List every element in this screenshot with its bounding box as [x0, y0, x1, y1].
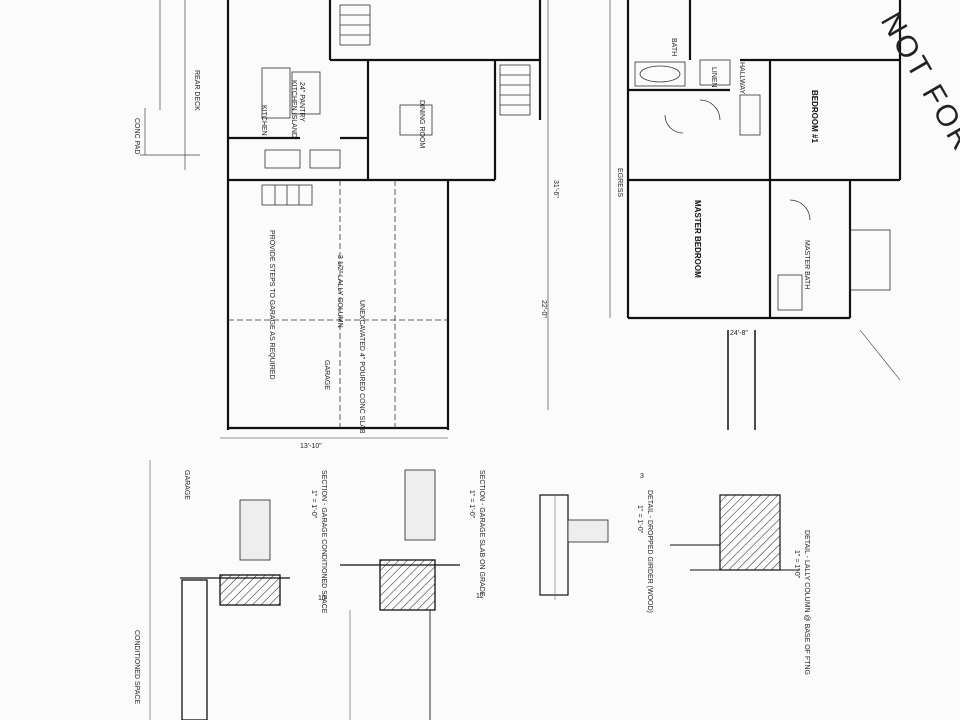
master-closet [849, 229, 891, 291]
sink [309, 149, 341, 169]
door-swing [789, 199, 811, 221]
room-label-kitchen: KITCHEN [260, 105, 267, 136]
room-labels: KITCHEN KITCHEN ISLAND DINING ROOM GARAG… [133, 38, 819, 390]
shower [777, 274, 803, 311]
room-label-hallway: HALLWAY [738, 62, 745, 94]
detail-conditioned-space [149, 460, 290, 720]
bathtub [634, 61, 686, 87]
detail-dropped-girder [539, 494, 609, 600]
label-conditioned-space: CONDITIONED SPACE [133, 630, 140, 704]
detail2-number: 12 [476, 593, 484, 600]
dim-garage-width: 13'-10" [300, 443, 322, 450]
joist-hanger [567, 519, 609, 543]
room-label-master-bath: MASTER BATH [803, 240, 810, 289]
room-label-conc-pad: CONC PAD [133, 118, 140, 154]
girder [539, 494, 569, 596]
site-lines [140, 0, 200, 170]
stair-run [499, 64, 531, 116]
note-slab: UNEXCAVATED 4" POURED CONC SLAB [358, 300, 365, 434]
closet [739, 94, 761, 136]
door-swing [699, 99, 721, 121]
second-floor-plan [609, 0, 902, 430]
first-floor-plan [220, 0, 549, 439]
detail4-title: DETAIL - LALLY COLUMN @ BASE OF FTNG [803, 530, 810, 675]
detail-lally-column [670, 494, 800, 571]
column-base [719, 494, 781, 571]
note-closet: 24" PANTRY [298, 82, 305, 122]
stem-wall [404, 469, 436, 541]
detail1-scale: 1" = 1'-0" [310, 490, 317, 519]
room-label-linen: LINEN [710, 67, 717, 88]
detail2-title: SECTION - GARAGE SLAB ON GRADE [478, 470, 485, 597]
detail1-title: SECTION - GARAGE CONDITIONED SPACE [320, 470, 327, 614]
note-column: 3 1/2" LALLY COLUMN [336, 255, 343, 328]
plan-notes: PROVIDE STEPS TO GARAGE AS REQUIRED UNEX… [268, 82, 748, 450]
linen-closet [699, 59, 731, 86]
detail-garage-slab [340, 469, 460, 720]
construction-details [149, 460, 800, 720]
room-label-garage: GARAGE [323, 360, 330, 390]
room-label-bath: BATH [670, 38, 677, 56]
kitchen-island [261, 67, 291, 119]
detail3-scale: 1" = 1'-0" [636, 505, 643, 534]
detail3-number: 3 [640, 473, 644, 480]
detail-captions: SECTION - GARAGE CONDITIONED SPACE 1" = … [133, 470, 810, 704]
room-label-egress: EGRESS [616, 168, 623, 198]
dim-garage: 22'-0" [540, 300, 547, 318]
detail2-scale: 1" = 1'-0" [468, 490, 475, 519]
footing [219, 574, 281, 606]
room-label-rear-deck: REAR DECK [193, 70, 200, 111]
site-line [859, 329, 901, 381]
detail4-scale: 1" = 1'-0" [793, 550, 800, 579]
room-label-island: KITCHEN ISLAND [290, 80, 297, 138]
label-garage-detail: GARAGE [183, 470, 190, 500]
kitchen-counter [291, 71, 321, 115]
note-steps: PROVIDE STEPS TO GARAGE AS REQUIRED [268, 230, 275, 380]
room-label-dining: DINING ROOM [418, 100, 425, 148]
insulation [239, 499, 271, 561]
room-label-bedroom1: BEDROOM #1 [810, 90, 819, 143]
door-swing [664, 114, 684, 134]
range [264, 149, 301, 169]
room-label-master-bedroom: MASTER BEDROOM [693, 200, 702, 278]
wall-section [181, 579, 208, 720]
dim-deck: 24'-8" [730, 330, 748, 337]
watermark-stamp: NOT FOR [874, 7, 960, 158]
detail3-title: DETAIL - DROPPED GIRDER (WOOD) [646, 490, 653, 613]
detail1-number: 10 [318, 595, 326, 602]
tub-basin [639, 65, 681, 83]
footing [379, 559, 436, 611]
dim-overall: 31'-6" [552, 180, 559, 198]
dining-table [399, 104, 433, 136]
